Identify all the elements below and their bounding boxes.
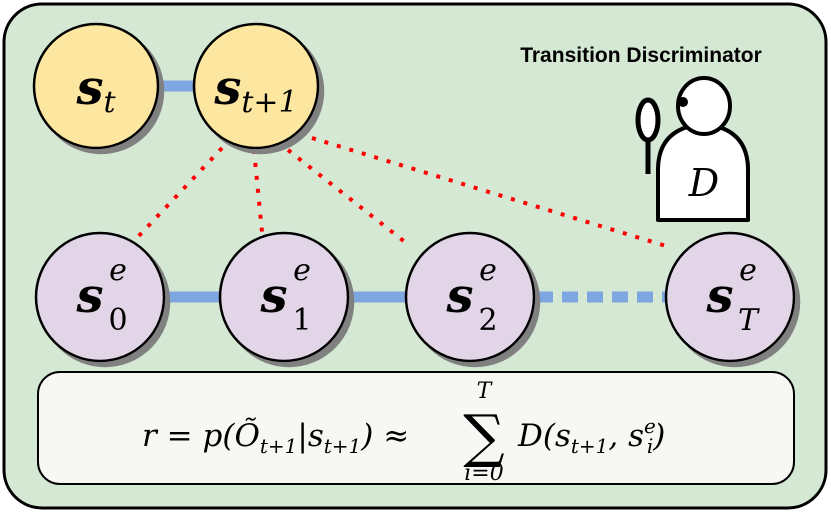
chain-links [158,80,667,303]
node-sup: e [479,253,497,288]
node-circle [192,22,320,150]
formula-left: r = p(Õt+1|st+1) ≈ [142,416,409,458]
node-circle [34,231,166,363]
magnifying-glass-icon [635,97,661,174]
sum-lower: i=0 [464,461,503,486]
node-sub: 1 [292,303,311,338]
node-label: st+1 [213,60,297,120]
node-base: s [75,268,103,324]
node-sup: e [739,253,757,288]
compare-link-1 [252,149,264,233]
node-base: s [259,268,287,324]
eye-icon [678,97,688,107]
node-sub: T [738,303,760,338]
node-base: s [445,268,473,324]
node-base: s [705,268,733,324]
node-circle [664,231,796,363]
compare-link-0 [133,146,224,242]
node-circle [404,231,536,363]
sum-upper: T [477,379,494,404]
current-state-st: st [32,22,160,150]
diagram-title: Transition Discriminator [520,44,762,67]
comparison-links [133,136,667,248]
expert-state-2: s e 2 [404,231,536,363]
sum-symbol: ∑ [463,402,504,470]
expert-state-1: s e 1 [218,231,350,363]
expert-state-0: s e 0 [34,231,166,363]
discriminator-figure: D [635,76,750,222]
node-circle [218,231,350,363]
node-sup: e [109,253,127,288]
formula-box [37,371,795,485]
node-circle [32,22,160,150]
node-label: st [75,60,116,120]
compare-link-T [311,136,667,248]
node-sub: 2 [478,303,497,338]
node-sub: 0 [108,303,127,338]
current-state-st1: st+1 [192,22,320,150]
discriminator-head [676,76,732,136]
discriminator-label: D [688,161,719,205]
expert-state-T: s e T [664,231,796,363]
node-sup: e [293,253,311,288]
